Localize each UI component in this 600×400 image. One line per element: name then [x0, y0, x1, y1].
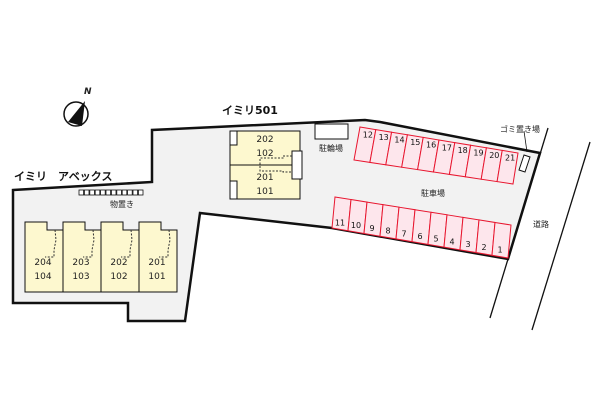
parking-stall-number: 2: [481, 243, 486, 252]
north-label: N: [84, 87, 92, 97]
storage-shed: [94, 189, 101, 196]
road-label: 道路: [533, 220, 549, 229]
parking-stall: [491, 221, 512, 259]
garbage-box: [518, 154, 531, 173]
storage-shed: [84, 189, 90, 196]
parking-stall-number: 18: [458, 146, 468, 155]
parking-label: 駐車場: [421, 189, 445, 198]
parking-stall-number: 10: [351, 221, 361, 230]
unit-number: 101: [256, 187, 274, 197]
parking-stall-number: 13: [379, 133, 389, 142]
compass-icon: [63, 101, 89, 127]
building-apex: [24, 221, 178, 293]
storage-shed: [111, 189, 117, 196]
building-imiri501: [229, 130, 303, 200]
storage-shed: [127, 189, 133, 196]
building-west-label: イミリ アベックス: [14, 170, 113, 183]
bicycle-parking-label: 駐輪場: [319, 144, 343, 153]
unit-number: 202: [110, 258, 128, 268]
parking-stall-number: 19: [473, 149, 483, 158]
parking-stall-number: 14: [394, 136, 404, 145]
storage-shed: [121, 189, 128, 196]
storage-shed: [78, 189, 84, 196]
building-north-label: イミリ501: [222, 104, 278, 117]
parking-stall-number: 11: [335, 218, 345, 227]
unit-number: 201: [148, 258, 166, 268]
parking-stall-number: 8: [385, 227, 390, 236]
storage-shed: [105, 189, 111, 196]
storage-shed: [116, 189, 122, 196]
parking-stall: [496, 149, 519, 185]
parking-stall-number: 17: [442, 143, 452, 152]
unit-number: 102: [256, 149, 274, 159]
parking-stall-number: 6: [417, 232, 422, 241]
unit-number: 204: [34, 258, 52, 268]
parking-stall-number: 4: [449, 237, 454, 246]
apartment-unit: [138, 221, 178, 293]
parking-stall-number: 21: [505, 154, 515, 163]
road-edge-right: [531, 141, 591, 331]
storage-shed: [132, 189, 138, 196]
storage-shed: [137, 189, 144, 196]
parking-stall-number: 15: [410, 138, 420, 147]
garbage-label: ゴミ置き場: [500, 125, 540, 134]
parking-stall-number: 9: [369, 224, 374, 233]
bicycle-parking-area: [314, 123, 349, 140]
parking-stall-number: 5: [433, 235, 438, 244]
storage-shed: [100, 189, 106, 196]
unit-number: 203: [72, 258, 90, 268]
parking-stall-number: 3: [465, 240, 470, 249]
road-edge-left: [489, 127, 549, 319]
unit-number: 201: [256, 173, 274, 183]
unit-number: 102: [110, 272, 128, 282]
parking-stall-number: 16: [426, 141, 436, 150]
parking-stall-number: 20: [489, 151, 499, 160]
unit-number: 202: [256, 135, 274, 145]
storage-sheds: [78, 189, 144, 196]
unit-number: 104: [34, 272, 52, 282]
parking-stall-number: 7: [401, 229, 406, 238]
unit-number: 103: [72, 272, 90, 282]
storage-shed: [89, 189, 95, 196]
unit-number: 101: [148, 272, 166, 282]
parking-stall-number: 1: [497, 246, 502, 255]
storage-label: 物置き: [110, 200, 134, 209]
parking-stall-number: 12: [363, 130, 373, 139]
